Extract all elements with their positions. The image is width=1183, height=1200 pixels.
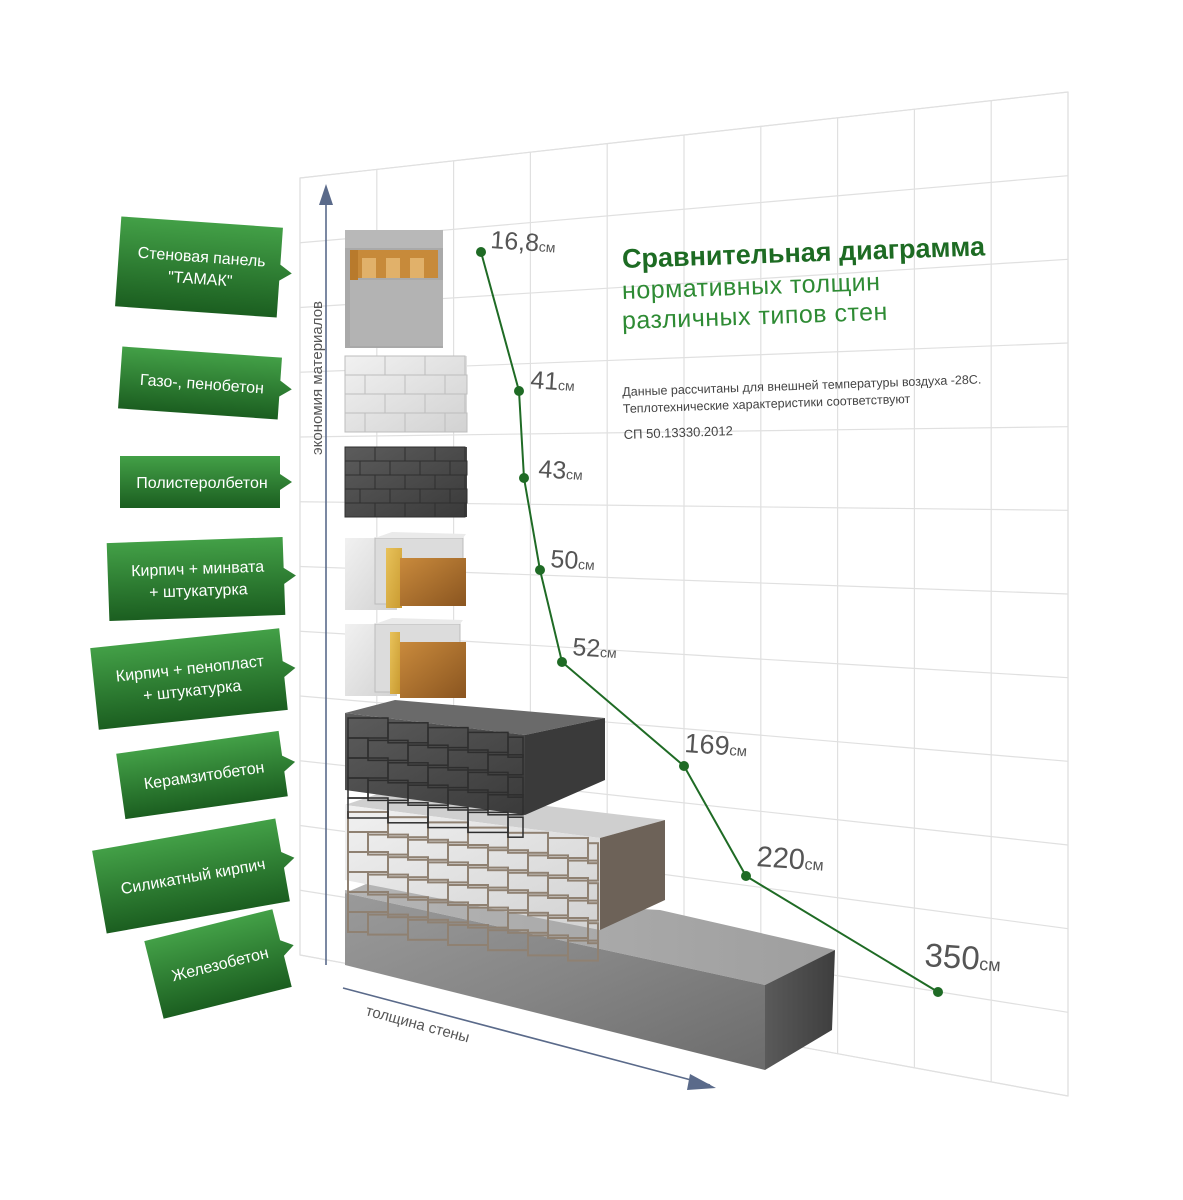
thickness-line (480, 251, 939, 993)
silicate-brick-pattern (347, 811, 599, 962)
material-label: Кирпич + минвата+ штукатурка (106, 536, 296, 622)
thickness-unit: см (729, 742, 748, 760)
thickness-label: 50см (550, 545, 596, 576)
material-label: Железобетон (144, 909, 294, 1019)
thickness-unit: см (578, 556, 596, 573)
label-background (92, 818, 295, 934)
thickness-point (519, 473, 529, 483)
thickness-value: 50 (550, 545, 580, 575)
polystyrene-pattern (344, 446, 468, 518)
thickness-point (679, 761, 689, 771)
x-axis-label: толщина стены (364, 1002, 471, 1046)
clay-brick-pattern (347, 717, 524, 838)
thickness-unit: см (979, 954, 1002, 975)
label-text: Полистеролбетон (136, 475, 267, 492)
thickness-value: 350 (924, 936, 982, 977)
label-text: Кирпич + минвата (131, 559, 265, 581)
label-text: + штукатурка (149, 581, 248, 601)
material-label: Кирпич + пенопласт+ штукатурка (90, 628, 296, 730)
thickness-value: 41 (530, 366, 560, 396)
block-tamak-panel (345, 230, 443, 348)
thickness-value: 169 (684, 728, 731, 761)
block-brick-polystyrene (345, 618, 466, 698)
aerated-pattern (344, 355, 468, 433)
thickness-point (741, 871, 751, 881)
block-aerated-concrete (344, 355, 468, 433)
material-label: Керамзитобетон (116, 730, 296, 820)
label-background (90, 628, 296, 730)
thickness-value: 16,8 (490, 226, 541, 257)
label-background (118, 346, 292, 420)
material-label: Силикатный кирпич (92, 818, 295, 934)
block-expanded-clay-concrete (345, 700, 605, 838)
thickness-unit: см (804, 856, 824, 874)
thickness-unit: см (566, 466, 584, 483)
thickness-unit: см (600, 644, 618, 661)
x-axis-arrow-icon (687, 1074, 716, 1090)
block-polystyrene-concrete (344, 446, 468, 518)
thickness-point (514, 386, 524, 396)
thickness-value: 43 (538, 455, 568, 485)
label-background (120, 456, 292, 508)
thickness-label: 43см (538, 455, 584, 486)
thickness-point (476, 247, 486, 257)
material-label: Стеновая панель"ТАМАК" (115, 216, 292, 318)
diagram-title: Сравнительная диаграмма нормативных толщ… (621, 231, 1062, 336)
x-axis-line (342, 987, 711, 1086)
thickness-label: 41см (530, 366, 576, 397)
y-axis-arrow-icon (319, 184, 333, 205)
thickness-label: 350см (924, 936, 1003, 978)
material-label: Газо-, пенобетон (118, 346, 292, 420)
label-background (115, 216, 292, 318)
thickness-label: 220см (756, 841, 825, 878)
thickness-value: 220 (756, 841, 807, 876)
thickness-point (557, 657, 567, 667)
thickness-label: 16,8см (490, 226, 557, 258)
thickness-unit: см (558, 377, 576, 394)
block-brick-mineral-wool (345, 532, 466, 610)
label-background (106, 536, 296, 622)
thickness-point (535, 565, 545, 575)
thickness-label: 52см (572, 633, 618, 664)
material-labels: Стеновая панель"ТАМАК" Газо-, пенобетонПо… (90, 216, 296, 1019)
thickness-value: 52 (572, 633, 602, 663)
thickness-label: 169см (684, 728, 749, 762)
diagram-note: Данные рассчитаны для внешней температур… (622, 371, 984, 443)
label-background (144, 909, 294, 1019)
label-background (116, 730, 296, 820)
label-text: "ТАМАК" (167, 269, 233, 290)
thickness-unit: см (538, 238, 556, 255)
y-axis-label: экономия материалов (309, 301, 326, 455)
material-label: Полистеролбетон (120, 456, 292, 508)
material-blocks (344, 230, 835, 1070)
thickness-point (933, 987, 943, 997)
